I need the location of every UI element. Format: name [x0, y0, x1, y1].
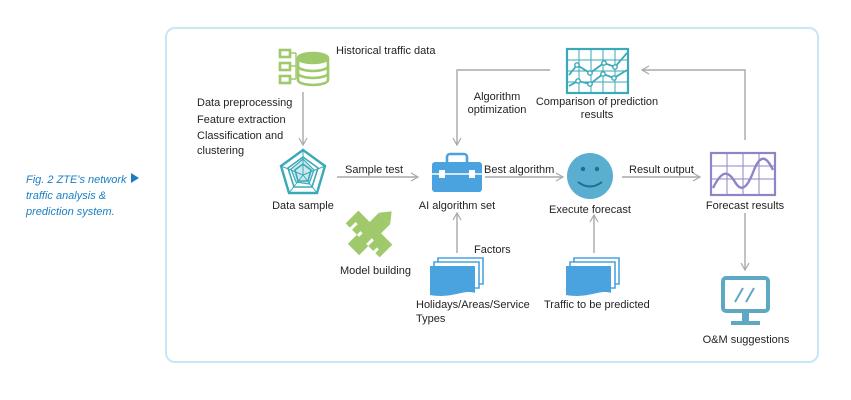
comparison-label: Comparison of prediction results	[532, 96, 662, 122]
algorithm-optimization-line: Algorithm	[473, 91, 521, 103]
sample-test-label: Sample test	[345, 164, 404, 176]
arrow-forecast-to-comparison	[640, 65, 746, 140]
pencil-ruler-icon	[345, 210, 393, 258]
historical-data-label: Historical traffic data	[336, 45, 436, 57]
documents-icon	[566, 257, 620, 296]
best-algorithm-label: Best algorithm	[484, 164, 555, 176]
data-sample-label: Data sample	[272, 200, 334, 212]
factors-docs-line: Types	[416, 313, 446, 325]
figure-caption: Fig. 2 ZTE's network traffic analysis & …	[26, 174, 127, 218]
toolbox-icon	[432, 152, 482, 192]
documents-icon	[430, 257, 484, 296]
traffic-to-be-predicted-label: Traffic to be predicted	[544, 299, 650, 311]
forecast-results-label: Forecast results	[705, 200, 785, 212]
preprocessing-step: Feature extraction	[197, 114, 286, 126]
smiley-icon	[567, 153, 613, 199]
factors-label: Factors	[474, 244, 511, 256]
radar-chart-icon	[279, 148, 327, 195]
monitor-icon	[721, 276, 770, 325]
arrow-algorithm-optimization	[452, 69, 550, 147]
comparison-label-line: results	[580, 109, 614, 121]
factors-docs-line: Holidays/Areas/Service	[416, 299, 530, 311]
om-suggestions-label: O&M suggestions	[702, 334, 790, 346]
line-chart-icon	[565, 47, 630, 95]
algorithm-optimization-label: Algorithm optimization	[462, 91, 532, 117]
algorithm-optimization-line: optimization	[467, 104, 527, 116]
model-building-label: Model building	[340, 265, 411, 277]
preprocessing-step: clustering	[197, 145, 245, 157]
result-output-label: Result output	[629, 164, 694, 176]
preprocessing-step: Classification and	[197, 130, 284, 142]
preprocessing-step: Data preprocessing	[197, 97, 293, 109]
ai-algorithm-set-label: AI algorithm set	[418, 200, 496, 212]
factors-docs-label: Holidays/Areas/Service Types	[416, 298, 530, 326]
preprocessing-steps: Data preprocessing Feature extraction Cl…	[197, 95, 292, 159]
diagram-frame	[165, 27, 819, 363]
database-icon	[278, 48, 330, 87]
triangle-right-icon	[131, 173, 139, 183]
comparison-label-line: Comparison of prediction	[535, 96, 659, 108]
wave-chart-icon	[709, 151, 777, 197]
execute-forecast-label: Execute forecast	[549, 204, 631, 216]
